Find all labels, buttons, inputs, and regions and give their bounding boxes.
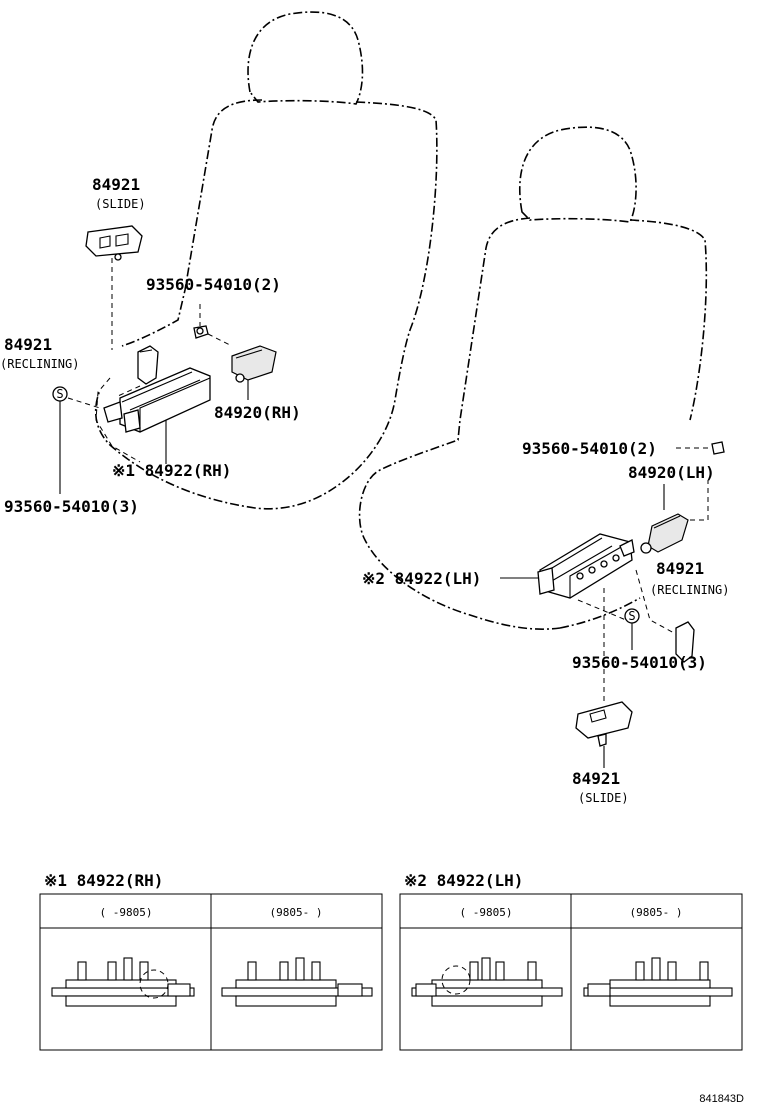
table-rh-title: ※1 84922(RH) xyxy=(44,871,163,890)
callout-slide-top-note: (SLIDE) xyxy=(95,197,146,211)
table-lh-switch-old xyxy=(411,957,563,1007)
table-rh-col1: ( -9805) xyxy=(100,906,153,919)
reclining-knob-right xyxy=(675,621,695,663)
slide-knob-top xyxy=(85,225,143,261)
table-lh-col1: ( -9805) xyxy=(460,906,513,919)
callout-screw-left: 93560-54010(3) xyxy=(4,497,139,516)
table-rh-col2: (9805- ) xyxy=(270,906,323,919)
s-marker-left: S xyxy=(52,386,68,402)
callout-switch-rh-top: 84920(RH) xyxy=(214,403,301,422)
table-lh-title: ※2 84922(LH) xyxy=(404,871,523,890)
reclining-knob-left xyxy=(137,345,159,385)
variant-table-lh: ※2 84922(LH) ( -9805) (9805- ) xyxy=(399,871,743,1051)
callout-screw-right-bottom: 93560-54010(3) xyxy=(572,653,707,672)
table-lh-switch-new xyxy=(583,957,733,1007)
callout-reclining-right-note: (RECLINING) xyxy=(650,583,729,597)
s-marker-right: S xyxy=(624,608,640,624)
callout-mark-lh: ※2 84922(LH) xyxy=(362,569,481,588)
screw-top-lh xyxy=(711,441,725,455)
callout-reclining-left-note: (RECLINING) xyxy=(0,357,79,371)
svg-text:S: S xyxy=(56,387,63,401)
callout-screw-right-top: 93560-54010(2) xyxy=(522,439,657,458)
diagram-code: 841843D xyxy=(699,1093,744,1105)
screw-top-rh xyxy=(193,325,209,339)
callout-slide-top-part: 84921 xyxy=(92,175,140,194)
seat-lh-outline xyxy=(358,126,708,630)
switch-84920-rh xyxy=(231,345,277,392)
callout-mark-rh: ※1 84922(RH) xyxy=(112,461,231,480)
callout-slide-bottom-part: 84921 xyxy=(572,769,620,788)
variant-table-rh: ※1 84922(RH) ( -9805) (9805- ) xyxy=(39,871,383,1051)
switch-84922-rh xyxy=(103,367,211,433)
callout-slide-bottom-note: (SLIDE) xyxy=(578,791,629,805)
callout-reclining-right-part: 84921 xyxy=(656,559,704,578)
svg-text:S: S xyxy=(628,609,635,623)
seat-rh-outline xyxy=(94,11,438,510)
switch-84920-lh xyxy=(640,513,689,554)
callout-switch-lh: 84920(LH) xyxy=(628,463,715,482)
slide-knob-bottom xyxy=(575,701,633,747)
table-rh-switch-new xyxy=(221,957,373,1007)
callout-screw-top: 93560-54010(2) xyxy=(146,275,281,294)
table-lh-col2: (9805- ) xyxy=(630,906,683,919)
callout-reclining-left-part: 84921 xyxy=(4,335,52,354)
switch-84922-lh xyxy=(537,533,635,599)
table-rh-switch-old xyxy=(51,957,195,1007)
